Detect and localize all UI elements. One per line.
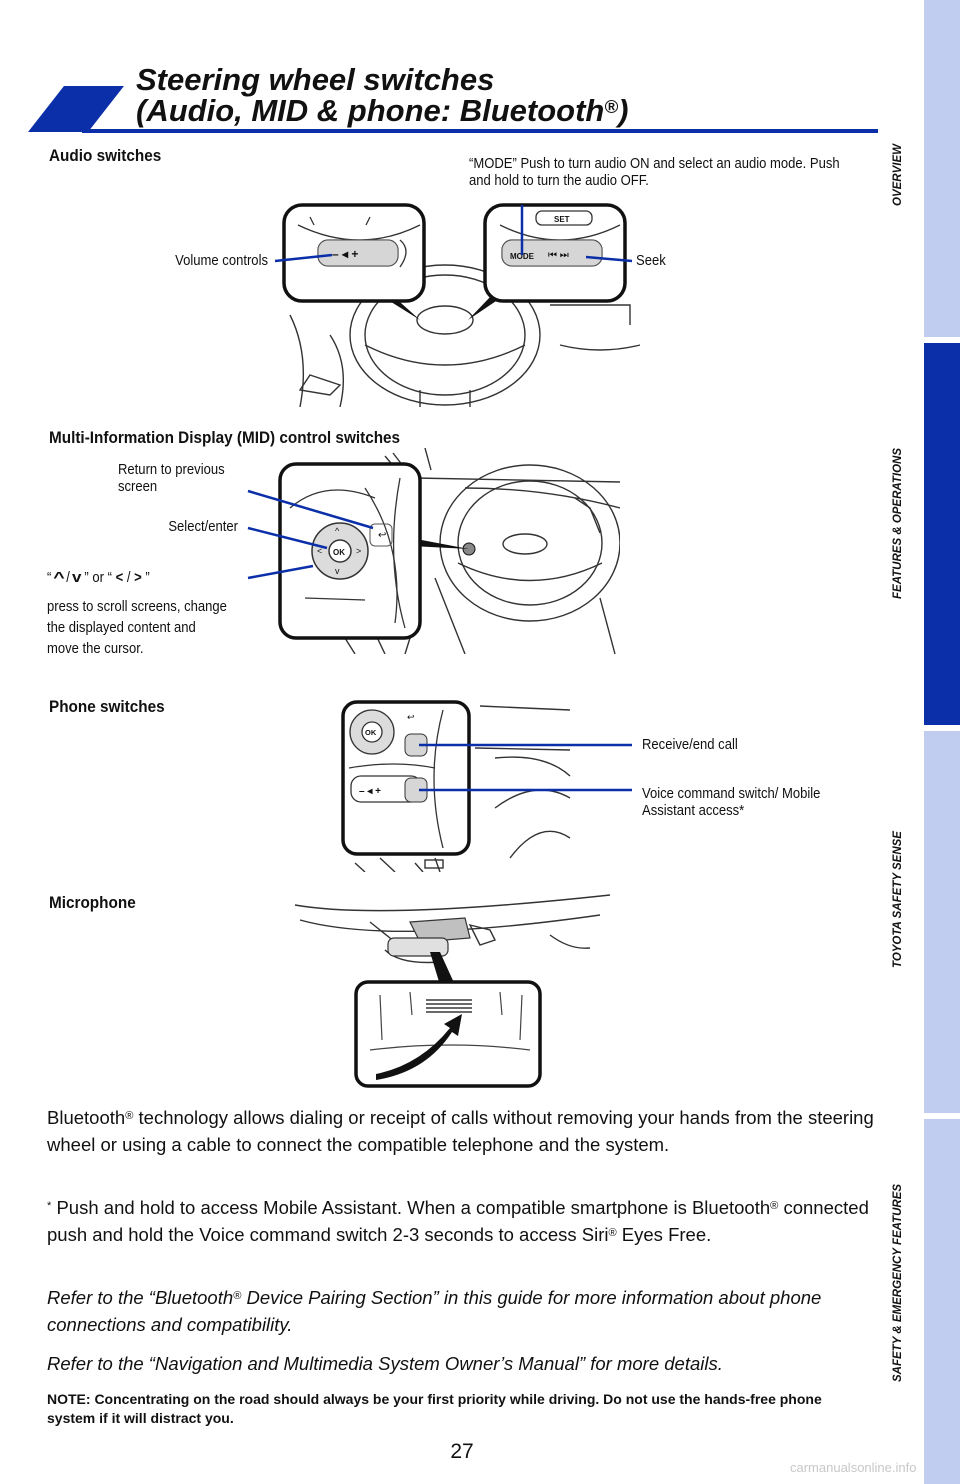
tab-safety-emergency[interactable]	[924, 1119, 960, 1484]
manual-reference: Refer to the “Navigation and Multimedia …	[47, 1353, 723, 1374]
svg-text:>: >	[356, 546, 361, 556]
audio-switch-illustration: – ◂ + MODE ⏮ ⏭ SET	[274, 203, 641, 407]
bluetooth-paragraph: Bluetooth® technology allows dialing or …	[47, 1107, 874, 1155]
tab-overview[interactable]	[924, 0, 960, 337]
audio-heading: Audio switches	[49, 146, 162, 165]
mid-ok-button-label: OK	[333, 548, 345, 557]
tab-label-tss: TOYOTA SAFETY SENSE	[892, 831, 904, 969]
voice-callout: Voice command switch/ Mobile Assistant a…	[642, 786, 821, 819]
microphone-illustration	[294, 894, 611, 1088]
right-arrow-icon: >	[134, 570, 142, 586]
volume-callout: Volume controls	[175, 253, 268, 269]
svg-text:v: v	[335, 566, 340, 576]
tab-toyota-safety-sense[interactable]	[924, 731, 960, 1113]
page-title: Steering wheel switches (Audio, MID & ph…	[136, 64, 628, 126]
mid-heading: Multi-Information Display (MID) control …	[49, 428, 401, 447]
phone-ok-button-label: OK	[365, 728, 377, 737]
svg-text:<: <	[317, 546, 322, 556]
svg-text:↩: ↩	[407, 712, 415, 722]
title-underline	[82, 129, 878, 133]
title-line-1: Steering wheel switches	[136, 62, 495, 97]
up-arrow-icon: ^	[53, 570, 65, 586]
svg-text:⏮ ⏭: ⏮ ⏭	[548, 250, 569, 261]
title-line-2: (Audio, MID & phone: Bluetooth®)	[136, 93, 629, 128]
svg-text:↩: ↩	[378, 530, 386, 541]
tab-label-overview: OVERVIEW	[892, 144, 904, 206]
receive-callout: Receive/end call	[642, 737, 738, 753]
mode-button-label: MODE	[510, 252, 535, 261]
scroll-keys-callout: “ ^ / v ” or “ < / > ”	[47, 570, 150, 586]
left-arrow-icon: <	[115, 570, 124, 586]
tab-features-operations[interactable]	[924, 343, 960, 725]
watermark: carmanualsonline.info	[790, 1460, 917, 1475]
pairing-reference: Refer to the “Bluetooth® Device Pairing …	[47, 1287, 822, 1335]
down-arrow-icon: v	[72, 570, 82, 586]
scroll-desc-callout: press to scroll screens, change the disp…	[47, 599, 227, 657]
mode-callout: “MODE” Push to turn audio ON and select …	[469, 156, 840, 189]
phone-heading: Phone switches	[49, 697, 165, 716]
tab-label-safety: SAFETY & EMERGENCY FEATURES	[892, 1183, 904, 1382]
title-accent-bar	[28, 86, 124, 132]
select-callout: Select/enter	[168, 519, 238, 535]
svg-text:^: ^	[335, 526, 340, 536]
seek-callout: Seek	[636, 253, 666, 269]
phone-switch-illustration: OK ↩ – ◂ +	[341, 700, 632, 872]
safety-note: NOTE: Concentrating on the road should a…	[47, 1391, 822, 1426]
return-callout: Return to previous screen	[118, 462, 225, 495]
set-button-label: SET	[554, 215, 570, 224]
microphone-heading: Microphone	[49, 893, 136, 912]
page-number: 27	[450, 1440, 474, 1463]
svg-text:– ◂ +: – ◂ +	[359, 786, 381, 797]
mobile-assistant-paragraph: * Push and hold to access Mobile Assista…	[47, 1197, 869, 1245]
mid-switch-illustration: OK ^ v < > ↩	[247, 448, 620, 654]
tab-label-features: FEATURES & OPERATIONS	[892, 448, 904, 600]
svg-text:– ◂ +: – ◂ +	[332, 247, 358, 261]
